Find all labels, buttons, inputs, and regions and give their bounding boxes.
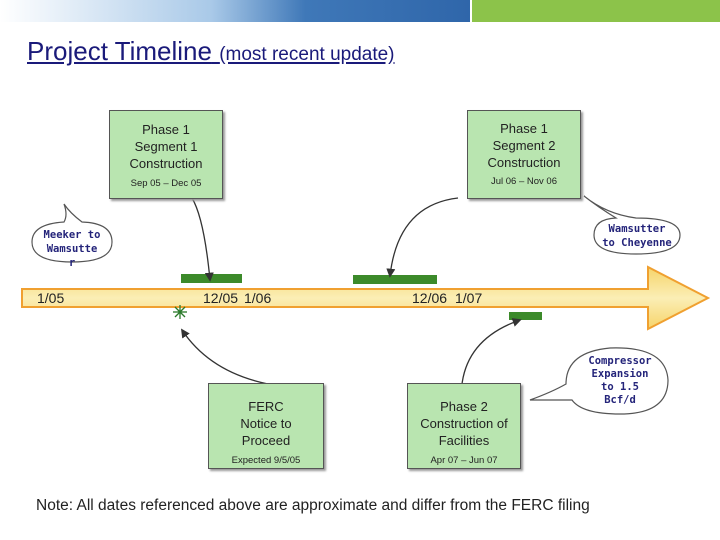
box-p1s2-line1: Phase 1 xyxy=(500,121,548,136)
bubble-meeker-text: Meeker to Wamsutte r xyxy=(32,228,112,270)
box-p2-line3: Facilities xyxy=(438,433,490,448)
box-p2-line2: Construction of xyxy=(420,416,508,431)
wamsutter-bubble xyxy=(583,195,681,255)
bubble-compressor-line4: Bcf/d xyxy=(604,394,636,406)
box-phase1-segment1: Phase 1 Segment 1 Construction Sep 05 – … xyxy=(109,110,223,199)
phase1-seg2-bar xyxy=(353,275,437,284)
connector-p1s1 xyxy=(191,197,214,282)
box-p2-dates: Apr 07 – Jun 07 xyxy=(430,455,498,466)
phase2-bar xyxy=(509,312,542,320)
box-ferc-line3: Proceed xyxy=(241,433,291,448)
box-p1s1-dates: Sep 05 – Dec 05 xyxy=(130,178,202,189)
timeline-label-dec05: 12/05 xyxy=(203,290,239,306)
bubble-meeker-line3: r xyxy=(68,257,76,269)
box-p1s2-dates: Jul 06 – Nov 06 xyxy=(490,176,557,187)
bubble-wamsutter-line1: Wamsutter xyxy=(608,223,666,235)
box-phase2: Phase 2 Construction of Facilities Apr 0… xyxy=(407,383,521,469)
timeline-label-dec06: 12/06 xyxy=(412,290,448,306)
bubble-compressor-line3: to 1.5 xyxy=(601,381,639,393)
connector-p1s2 xyxy=(386,197,459,278)
box-ferc-line1: FERC xyxy=(248,399,284,414)
phase1-seg1-bar xyxy=(181,274,242,283)
timeline-arrow xyxy=(21,265,711,331)
bubble-wamsutter-text: Wamsutter to Cheyenne xyxy=(594,222,680,250)
box-p2-line1: Phase 2 xyxy=(440,399,488,414)
compressor-bubble xyxy=(529,347,669,415)
box-p1s2-line2: Segment 2 xyxy=(492,138,556,153)
timeline-label-jan07: 1/07 xyxy=(455,290,483,306)
box-ferc-dates: Expected 9/5/05 xyxy=(231,455,301,466)
timeline-label-jan06: 1/06 xyxy=(244,290,272,306)
bubble-meeker-line2: Wamsutte xyxy=(46,243,98,255)
box-p1s2-line3: Construction xyxy=(487,155,561,170)
box-p1s1-line2: Segment 1 xyxy=(134,139,198,154)
page-title: Project Timeline (most recent update) xyxy=(27,36,395,67)
bubble-meeker-line1: Meeker to xyxy=(43,229,101,241)
timeline-label-jan05: 1/05 xyxy=(37,290,65,306)
title-main: Project Timeline xyxy=(27,36,212,66)
footnote: Note: All dates referenced above are app… xyxy=(36,497,590,514)
box-p1s1-line3: Construction xyxy=(129,156,203,171)
top-banner xyxy=(0,0,720,22)
bubble-wamsutter-line2: to Cheyenne xyxy=(602,237,672,249)
connector-ferc xyxy=(180,328,269,385)
bubble-compressor-text: Compressor Expansion to 1.5 Bcf/d xyxy=(572,355,668,407)
bubble-compressor-line2: Expansion xyxy=(591,368,649,380)
ferc-starburst-icon xyxy=(173,305,187,319)
box-phase1-segment2: Phase 1 Segment 2 Construction Jul 06 – … xyxy=(467,110,581,199)
box-ferc-line2: Notice to xyxy=(240,416,292,431)
title-subtitle: (most recent update) xyxy=(219,44,395,65)
connector-p2 xyxy=(461,318,522,385)
box-ferc: FERC Notice to Proceed Expected 9/5/05 xyxy=(208,383,324,469)
box-p1s1-line1: Phase 1 xyxy=(142,122,190,137)
bubble-compressor-line1: Compressor xyxy=(588,355,652,367)
meeker-bubble xyxy=(31,203,113,263)
